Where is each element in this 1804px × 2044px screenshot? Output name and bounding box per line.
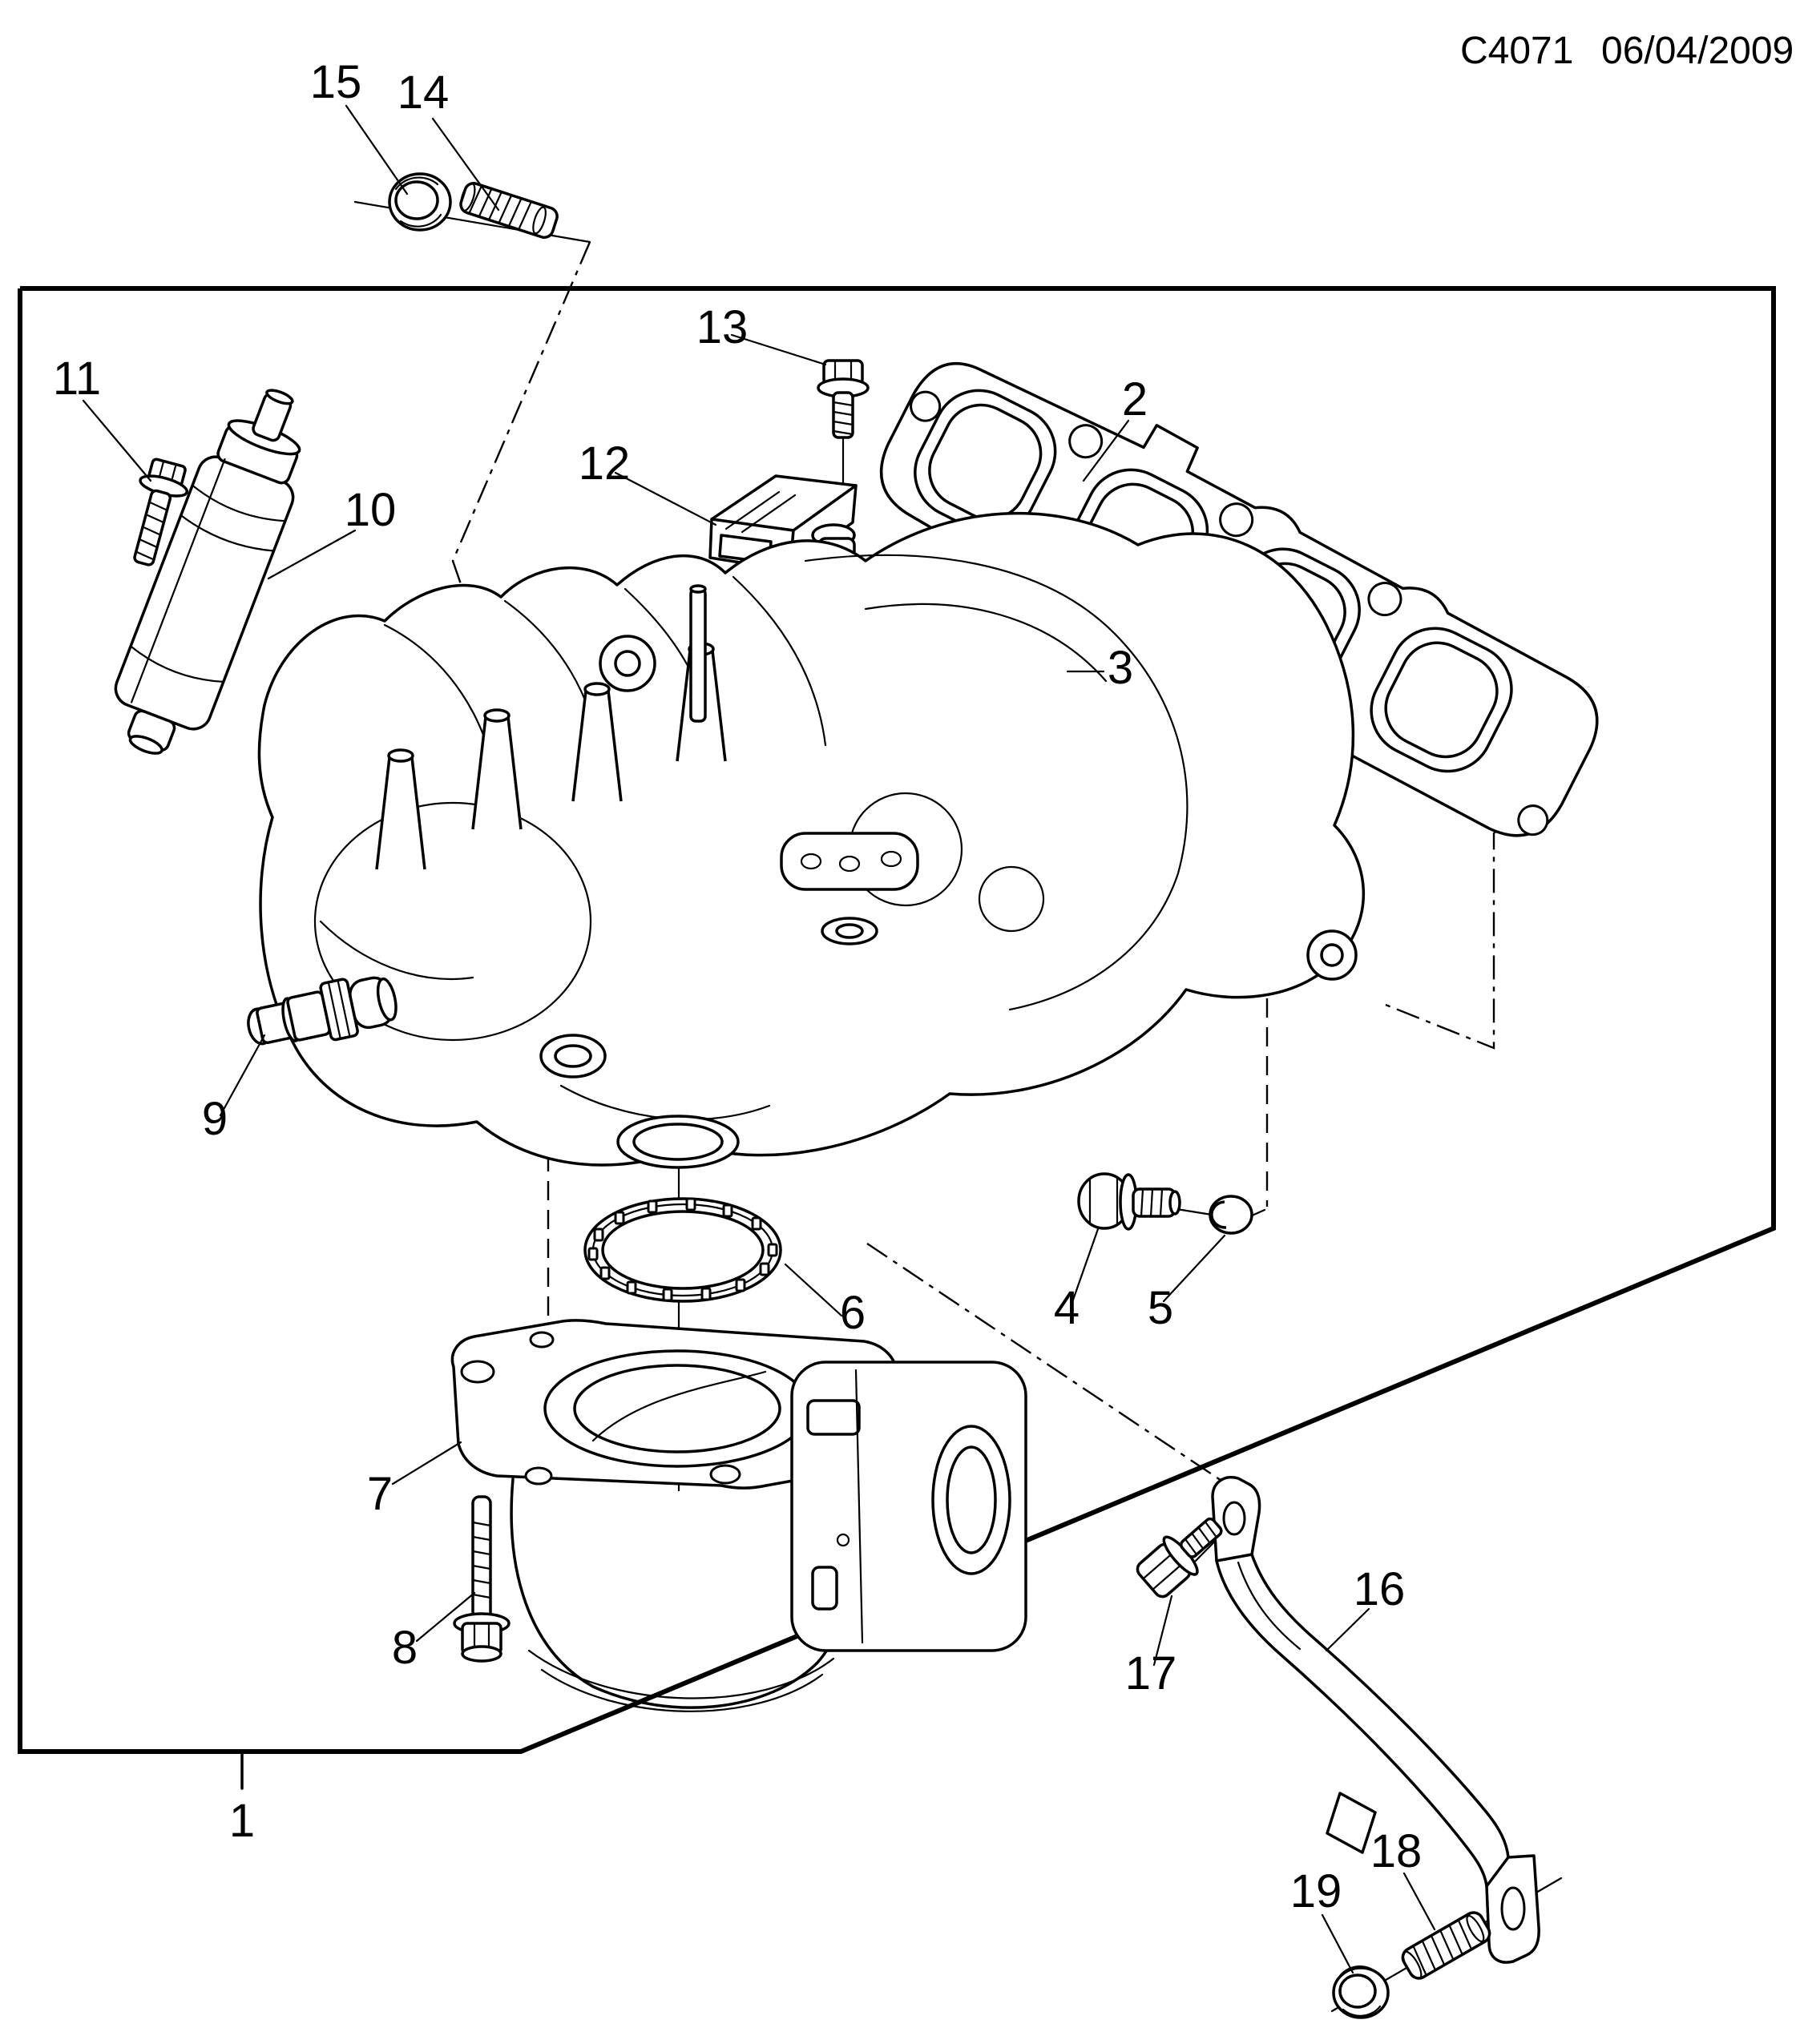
part-callout-17: 17: [1125, 1647, 1177, 1699]
callout-leader-lines: [82, 104, 1436, 1974]
valve-10-drawing: [114, 389, 301, 755]
part-callout-12: 12: [579, 437, 631, 490]
part-callout-11: 11: [53, 353, 101, 405]
part-callout-14: 14: [398, 67, 450, 119]
bolt-17-drawing: [1136, 1517, 1223, 1599]
part-callout-6: 6: [840, 1287, 866, 1339]
bolt-4-drawing: [1077, 1172, 1181, 1231]
part-callout-8: 8: [392, 1622, 418, 1674]
part-callout-1: 1: [229, 1795, 255, 1847]
drawing-date: 06/04/2009: [1601, 30, 1794, 72]
bolt-13-drawing: [817, 359, 870, 439]
gasket-port-4: [1370, 627, 1513, 773]
part-callout-9: 9: [202, 1093, 228, 1145]
gasket-port-1: [914, 389, 1057, 535]
assembly-boundary-box: [18, 286, 1776, 1754]
seal-ring-teeth: [587, 1197, 778, 1302]
part-callout-4: 4: [1054, 1282, 1080, 1334]
throttle-actuator-housing: [790, 1361, 1027, 1652]
part-callout-7: 7: [367, 1468, 393, 1520]
bolt-11-drawing: [133, 458, 188, 566]
seal-ring-6-drawing: [583, 1197, 782, 1303]
fitting-9-drawing: [247, 976, 398, 1046]
bolt-8-drawing: [453, 1495, 511, 1663]
nut-15-drawing: [388, 172, 452, 232]
part-callout-16: 16: [1354, 1563, 1406, 1615]
bracket-16-drawing: [1211, 1476, 1540, 1964]
drawing-code: C4071: [1460, 30, 1573, 72]
part-callout-13: 13: [696, 301, 749, 353]
part-callout-10: 10: [345, 484, 397, 536]
nut-5-drawing: [1209, 1195, 1253, 1235]
part-callout-2: 2: [1122, 373, 1148, 425]
callout-labels: 1 2 3 4 5 6 7 8 9 10 11 12 13 14 15 16 1…: [53, 56, 1422, 1917]
nut-19-drawing: [1332, 1965, 1390, 2019]
part-callout-3: 3: [1108, 642, 1133, 694]
part-callout-18: 18: [1370, 1825, 1423, 1877]
stud-14-drawing: [459, 182, 559, 240]
part-callout-5: 5: [1148, 1282, 1173, 1334]
throttle-body-7-drawing: [450, 1319, 1027, 1712]
part-callout-19: 19: [1290, 1865, 1342, 1917]
stud-18-drawing: [1401, 1911, 1491, 1980]
intake-manifold-drawing: [257, 511, 1366, 1169]
part-callout-15: 15: [310, 56, 362, 108]
